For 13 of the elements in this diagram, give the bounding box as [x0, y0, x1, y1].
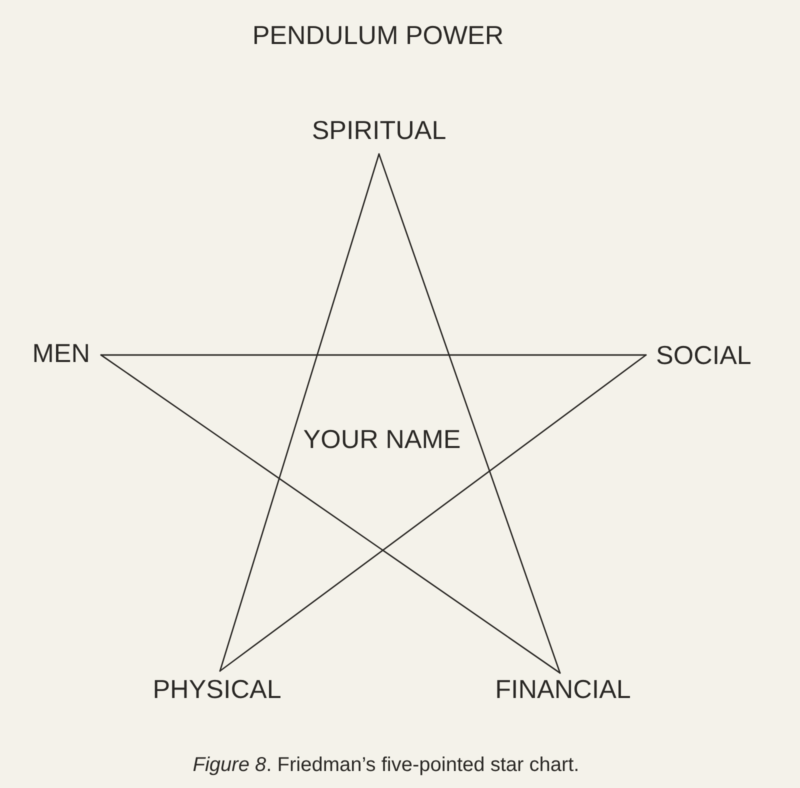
vertex-label: SPIRITUAL: [312, 115, 446, 146]
figure-caption: Figure 8. Friedman’s five-pointed star chart.: [192, 753, 580, 777]
center-label: YOUR NAME: [303, 424, 461, 456]
star-line: [100, 354, 561, 674]
vertex-label: MEN: [32, 338, 90, 370]
star-line: [100, 354, 647, 356]
star-line: [219, 354, 647, 672]
chart-title: PENDULUM POWER: [252, 20, 504, 52]
vertex-label: SOCIAL: [656, 340, 752, 372]
star-line: [219, 153, 380, 672]
vertex-label: PHYSICAL: [152, 674, 282, 706]
vertex-label: FINANCIAL: [495, 674, 631, 706]
star-line: [378, 153, 561, 674]
